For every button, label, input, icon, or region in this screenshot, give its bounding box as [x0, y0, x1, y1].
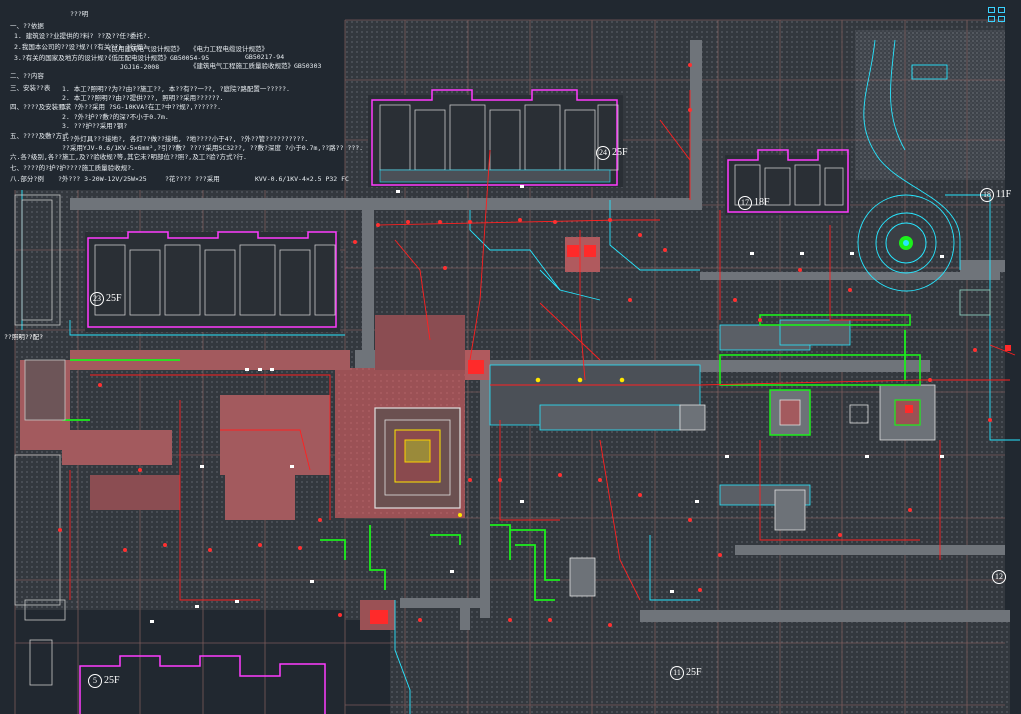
building-number: 23: [90, 292, 104, 306]
note-extra-14: ?外??? 3-20W-12V/25W×25: [58, 175, 147, 183]
note-extra-5: 《低压配电设计规范》GB50054-95: [105, 54, 210, 62]
note-9: 六.各?级别,各??施工,及??验收规?等,其它未?明部位??照?,及工?验?方…: [10, 153, 247, 161]
building-number: 11: [670, 666, 684, 680]
note-6: 三、安装??表: [10, 84, 51, 92]
building-number: 12: [992, 570, 1006, 584]
floor-label: 25F: [104, 675, 120, 686]
yellow-lamps: [458, 377, 625, 517]
note-extra-8: 2. 本工??照明??由??提供???, 照明??采用??????.: [62, 94, 224, 102]
note-extra-13: ??采用YJV-0.6/1KV-5×6mm²,?引??敷? ????采用SC32…: [62, 144, 364, 152]
note-extra-11: 3. ???护??采用?钢?: [62, 122, 128, 130]
note-11: 八.部分?例: [10, 175, 44, 183]
note-3: 2.我国本公司的??设?规?(?有关??) ?行规?.: [14, 43, 151, 51]
floor-label: 11F: [996, 189, 1012, 200]
building-number: 5: [88, 674, 102, 688]
lamp-markers: [58, 63, 992, 627]
note-8: 五、????及敷?方式: [10, 132, 69, 140]
note-extra-7: 1. 本工?照明??为??由??施工??, 本??有??一??, ?庭院?路配置…: [62, 85, 290, 93]
note-10: 七、????的?护?护????施工质量验收规?.: [10, 164, 135, 172]
building-tag-12: 12: [992, 570, 1008, 584]
note-2: 1. 建筑设??业提供的?料? ??及??任?委托?.: [14, 32, 151, 40]
roundabout: [885, 222, 927, 264]
building-number: 17: [738, 196, 752, 210]
lamp-symbols: [150, 185, 944, 623]
west-block: [14, 194, 66, 686]
note-1: 一、??依据: [10, 22, 44, 30]
central-square: [374, 407, 461, 509]
feature-pads: [370, 245, 1011, 624]
note-extra-6: 《建筑电气工程施工质量验收规范》GB50303: [190, 62, 322, 70]
note-extra-2: JGJ16-2008: [120, 63, 160, 71]
note-extra-9: 1. ?外??采用 ?SG-10KVA?在工?中??规?,??????.: [62, 103, 221, 111]
floor-label: 25F: [686, 667, 702, 678]
note-extra-12: 1.?外灯具???接地?, 各灯??做??接地, ?地????小于4?, ?外?…: [62, 135, 309, 143]
building-number: 18: [980, 188, 994, 202]
cyan-boundaries: [21, 39, 1020, 714]
viewcube-icon[interactable]: [988, 7, 1008, 25]
note-extra-16: KVV-0.6/1KV-4×2.5 P32 FC: [255, 175, 349, 183]
building-23: [85, 231, 340, 332]
note-extra-3: 《电力工程电缆设计规范》: [190, 45, 268, 53]
note-4: 3.?有关的国家及地方的设计规?.: [14, 54, 112, 62]
note-extra-4: GB50217-94: [245, 53, 285, 61]
note-extra-10: 2. ?外?护??敷?的深?不小于0.7m.: [62, 113, 169, 121]
floor-label: 25F: [612, 147, 628, 158]
building-5: [79, 655, 326, 714]
floor-label: 25F: [106, 293, 122, 304]
note-extra-1: 《民用建筑电气设计规范》: [105, 45, 183, 53]
side-note: ??照明??配?: [4, 333, 44, 341]
note-5: 二、??内容: [10, 72, 44, 80]
title-text: ???明: [70, 10, 89, 18]
floor-label: 18F: [754, 197, 770, 208]
building-24: [368, 89, 623, 187]
note-extra-15: ?花???? ???采用: [165, 175, 220, 183]
note-7: 四、????及安装要求: [10, 103, 72, 111]
building-number: 24: [596, 146, 610, 160]
